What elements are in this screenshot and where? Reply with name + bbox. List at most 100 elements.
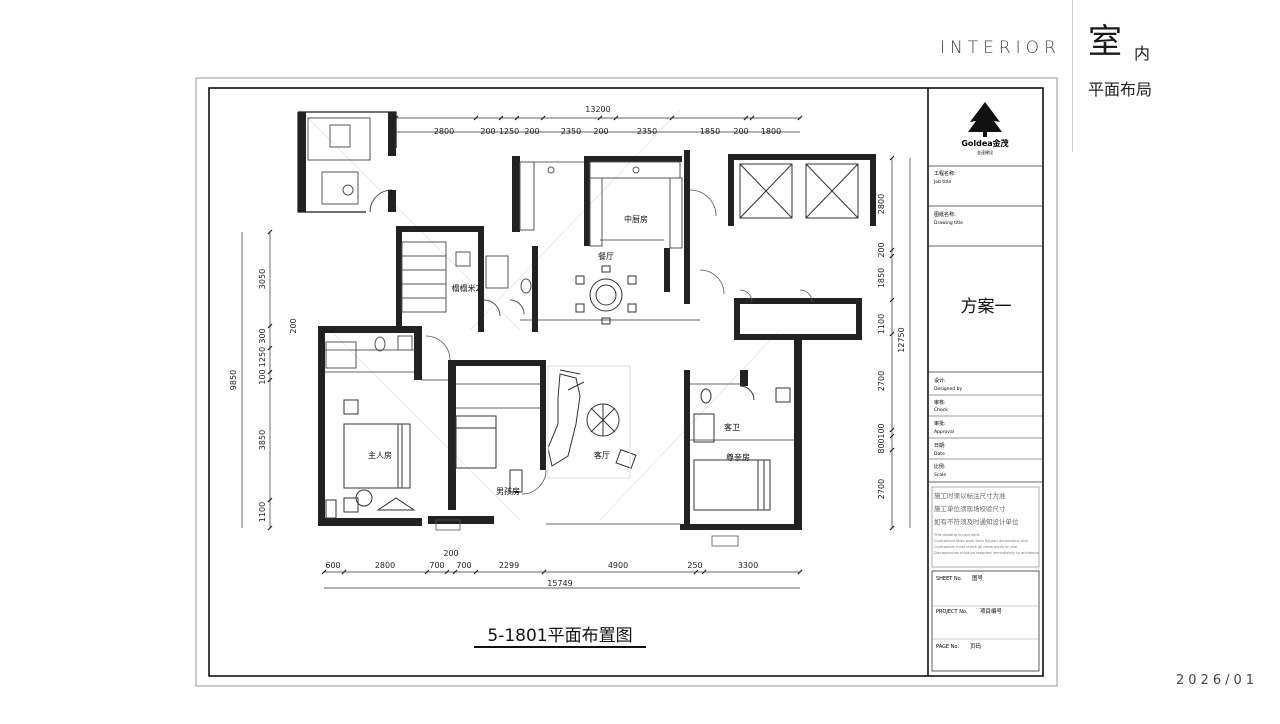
- room-label-living: 客厅: [594, 450, 610, 460]
- dim-left-2: 300: [258, 328, 267, 343]
- dim-left-5: 3850: [258, 430, 267, 450]
- stove-icon: [632, 166, 640, 174]
- dimension-tick: [540, 115, 546, 121]
- dimension-tick: [889, 253, 895, 259]
- door-arcs: [425, 189, 813, 495]
- dimension-tick: [597, 115, 603, 121]
- dimension-ticks: [267, 115, 895, 575]
- kitchen-counter-top: [589, 161, 681, 179]
- room-label-dining: 餐厅: [598, 252, 614, 261]
- note-cn-2: 施工单位须现场校验尺寸: [934, 504, 1006, 513]
- note-cn-3: 如有不符须及时通知设计单位: [934, 517, 1019, 526]
- dim-bottom-3: 700: [429, 561, 444, 570]
- dim-left-side: 200: [289, 318, 298, 333]
- check-label-cn: 审核:: [934, 399, 946, 406]
- dim-left-1: 3050: [258, 269, 267, 289]
- dim-top-total: 13200: [585, 105, 610, 114]
- sheet-info-box: [931, 570, 1040, 672]
- dimension-tick: [797, 115, 803, 121]
- dimension-tick: [444, 569, 450, 575]
- section-title-en: INTERIOR: [940, 38, 1061, 58]
- elder-room-fixtures: [693, 385, 791, 511]
- dimension-tick: [889, 447, 895, 453]
- room-label-guest-bath: 客卫: [724, 422, 740, 432]
- dining-table-icon: [575, 265, 637, 325]
- project-label-en: Job title: [933, 179, 951, 185]
- note-en-2: Contractors shall work form figured dime…: [934, 539, 1029, 543]
- scale-label-cn: 比例:: [934, 463, 946, 470]
- dimension-tick: [541, 569, 547, 575]
- project-label-cn: 工程名称:: [934, 170, 956, 177]
- dimension-tick: [267, 497, 273, 503]
- dimension-tick: [613, 115, 619, 121]
- dim-top-6: 200: [593, 127, 608, 136]
- tatami-room: [401, 241, 471, 313]
- dimension-tick: [669, 115, 675, 121]
- plan-caption: 5-1801平面布置图: [487, 626, 632, 646]
- section-title-cn-big: 室: [1088, 22, 1122, 62]
- sheet-inner-frame: [208, 87, 1044, 677]
- master-bed-icon: [325, 399, 416, 519]
- dimension-tick: [889, 525, 895, 531]
- sheet-no-cn: 图号: [972, 574, 984, 582]
- sheet-no-label: SHEET No.: [936, 576, 963, 582]
- dim-left-3: 1250: [258, 347, 267, 367]
- title-block: Goldea金茂 金茂建设 工程名称: Job title 图纸名称: Draw…: [928, 102, 1043, 672]
- scheme-name: 方案一: [961, 297, 1012, 317]
- dim-top-4: 200: [524, 127, 539, 136]
- dim-right-8: 2700: [877, 479, 886, 499]
- designed-label-en: Designed by: [934, 386, 962, 392]
- dimension-tick: [452, 569, 458, 575]
- dimension-tick: [424, 569, 430, 575]
- dim-left-6: 1100: [258, 502, 267, 522]
- check-label-en: Check: [934, 407, 948, 413]
- room-label-tatami: 榻榻米2: [451, 283, 480, 293]
- dimension-tick: [701, 569, 707, 575]
- dimension-tick: [267, 369, 273, 375]
- date-label-cn: 日期:: [934, 443, 946, 449]
- dimension-tick: [889, 427, 895, 433]
- drawing-label-en: Drawing title: [934, 220, 963, 226]
- project-no-cn: 项目编号: [980, 607, 1003, 615]
- notes-box: [931, 486, 1040, 568]
- dim-bottom-1: 600: [325, 561, 340, 570]
- date-label-en: Date: [934, 451, 945, 457]
- bath-fixtures: [325, 255, 532, 369]
- room-labels: 中厨房 餐厅 榻榻米2 主人房 男孩房 客厅 客卫 尊亲房: [368, 214, 750, 496]
- header-divider: [1072, 0, 1073, 152]
- kitchen-counter-side: [589, 177, 603, 247]
- dim-top-9: 200: [733, 127, 748, 136]
- designed-label-cn: 设计:: [934, 377, 946, 384]
- dimension-tick: [341, 569, 347, 575]
- dim-bottom-total: 15749: [547, 579, 572, 588]
- dim-bottom-8: 3300: [738, 561, 758, 570]
- room-label-boy: 男孩房: [496, 486, 520, 496]
- dim-left-4: 100: [258, 369, 267, 384]
- dim-top-5: 2350: [561, 127, 581, 136]
- dimension-tick: [267, 229, 273, 235]
- logo-tree-icon: [968, 102, 1002, 137]
- dimension-tick: [693, 569, 699, 575]
- dim-bottom-4: 700: [456, 561, 471, 570]
- date-code: 2026/01: [1176, 673, 1259, 688]
- sheet-outer-frame: [195, 77, 1058, 687]
- dimension-tick: [749, 115, 755, 121]
- dimension-tick: [889, 433, 895, 439]
- dimension-tick: [321, 569, 327, 575]
- dim-top-3: 1250: [499, 127, 519, 136]
- dim-top-2: 200: [480, 127, 495, 136]
- room-label-master: 主人房: [368, 450, 392, 460]
- dimension-tick: [267, 525, 273, 531]
- elevator-icons: [739, 163, 859, 219]
- note-cn-1: 施工时须以标注尺寸为准: [934, 491, 1006, 500]
- dim-right-6: 100: [877, 423, 886, 438]
- main-walls: [318, 150, 876, 530]
- dimension-tick: [267, 345, 273, 351]
- dim-right-total: 12750: [897, 327, 906, 352]
- dim-right-5: 2700: [877, 371, 886, 391]
- dimension-tick: [267, 323, 273, 329]
- note-en-3: Contractors must check all dimensions on…: [934, 545, 1018, 549]
- project-no-label: PROJECT No.: [936, 609, 968, 615]
- dim-left-total: 9850: [229, 370, 238, 390]
